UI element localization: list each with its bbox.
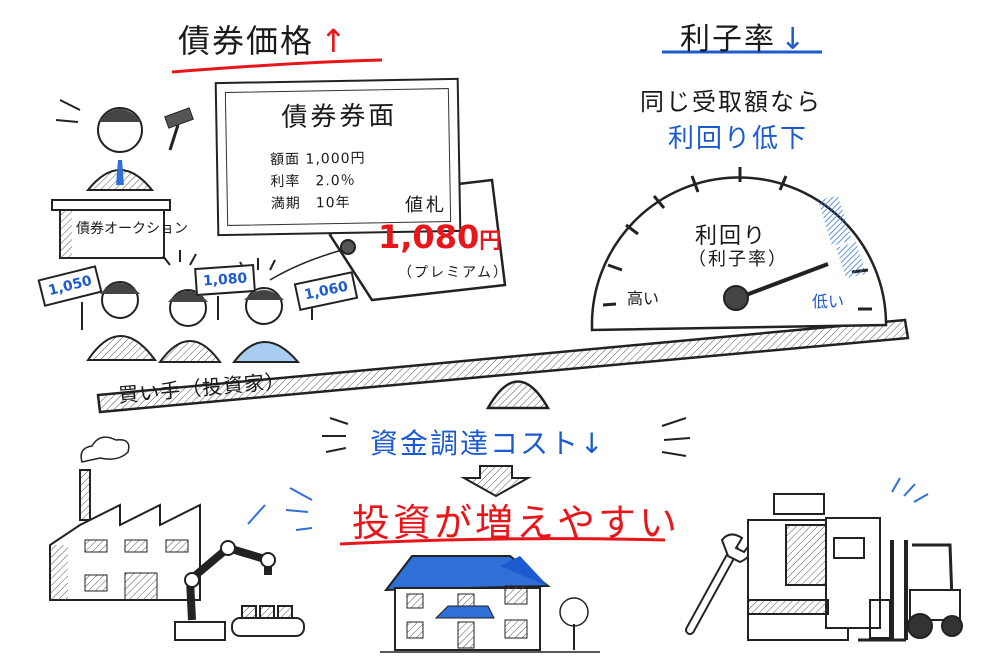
headline-bond-price: 債券価格↑ [178,16,349,62]
up-arrow-icon: ↑ [320,22,349,60]
machine-spark-lines-icon [891,477,929,503]
funding-cost-text: 資金調達コスト↓ [370,427,606,460]
price-unit: 円 [479,229,502,254]
factory-icon [49,436,201,601]
wrench-icon [685,533,752,635]
seesaw-icon [96,318,910,414]
house-icon [380,555,600,653]
auction-podium-label: 債券オークション [76,221,188,237]
yield-decline-text: 利回り低下 [668,124,809,154]
maturity: 満期 10年 [270,194,351,213]
headline-left-underline [171,58,383,74]
coupon-rate: 利率 2.0％ [270,172,356,191]
face-value: 額面 1,000円 [269,150,366,169]
premium-note: （プレミアム） [398,265,510,281]
investment-increase-text: 投資が増えやすい [352,501,681,545]
price-tag-label: 値札 [405,195,447,216]
forklift-icon [858,540,963,642]
buyer-2-icon [158,289,222,363]
emphasis-lines-icon [322,417,691,457]
buyer-3-icon [231,287,313,363]
yield-gauge-icon [590,167,888,332]
headline-interest-rate-text: 利子率 [680,22,776,57]
bid-paddle-2: 1,080 [194,263,257,297]
gauge-low-label: 低い [812,292,845,311]
headline-interest-rate: 利子率↓ [680,14,807,58]
certificate-title: 債券券面 [281,100,398,133]
price-value: 1,080 [378,218,480,256]
auctioneer-icon [55,99,194,191]
podium-icon [51,199,171,259]
gauge-title: 利回り [695,224,768,249]
robot-spark-lines-icon [247,487,313,531]
gauge-subtitle: （利子率） [688,249,788,270]
same-payment-text: 同じ受取額なら [640,88,822,116]
price-tag-price: 1,080円 [378,218,501,256]
gauge-high-label: 高い [627,289,660,308]
down-arrow-icon: ↓ [780,22,808,57]
robot-arm-icon [174,540,305,641]
down-arrow-icon [460,465,532,498]
invest-underline [339,537,666,546]
cnc-machine-icon [747,493,881,641]
buyer-1-icon [81,281,157,361]
headline-bond-price-text: 債券価格 [178,22,315,60]
